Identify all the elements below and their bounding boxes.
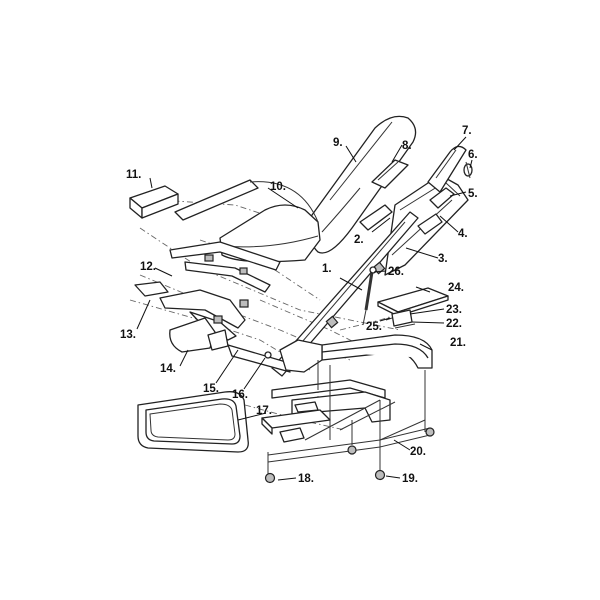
callout-18: 18. [298, 473, 314, 485]
callout-12: 12. [140, 261, 156, 273]
callout-7: 7. [462, 125, 472, 137]
callout-labels: 1. 2. 3. 4. 5. 6. 7. 8. 9. 10. 11. 12. 1… [120, 125, 478, 485]
callout-5: 5. [468, 188, 478, 200]
callout-4: 4. [458, 228, 468, 240]
callout-14: 14. [160, 363, 176, 375]
seat-cushion [174, 179, 321, 263]
base-frame [267, 360, 431, 475]
pivot-block [429, 187, 455, 209]
callout-25: 25. [366, 321, 382, 333]
callout-1: 1. [322, 263, 332, 275]
leader-lines [136, 136, 473, 481]
callout-17: 17. [256, 405, 272, 417]
side-tray [377, 287, 449, 317]
callout-13: 13. [120, 329, 136, 341]
backrest-latch [359, 204, 393, 231]
callout-22: 22. [446, 318, 462, 330]
callout-19: 19. [402, 473, 418, 485]
callout-16: 16. [232, 389, 248, 401]
callout-21: 21. [450, 337, 466, 349]
callout-26: 26. [388, 266, 404, 278]
backrest-tube-handle [427, 145, 467, 193]
callout-6: 6. [468, 149, 478, 161]
small-pad [129, 185, 179, 219]
callout-15: 15. [203, 383, 219, 395]
callout-3: 3. [438, 253, 448, 265]
callout-9: 9. [333, 137, 343, 149]
callout-11: 11. [126, 169, 141, 181]
side-bracket [417, 213, 443, 235]
caster-wheels [264, 427, 435, 484]
callout-10: 10. [270, 181, 286, 193]
callout-8: 8. [402, 140, 412, 152]
backrest-bracket [371, 159, 409, 189]
armrest [279, 334, 433, 373]
lower-linkage [134, 281, 249, 341]
front-cross-tube [227, 344, 291, 373]
side-panel-frame [137, 391, 249, 453]
callout-23: 23. [446, 304, 462, 316]
callout-20: 20. [410, 446, 426, 458]
footrest-board [261, 401, 331, 443]
callout-24: 24. [448, 282, 464, 294]
footrest-plate [169, 317, 229, 353]
callout-2: 2. [354, 234, 364, 246]
upper-linkage [169, 241, 281, 293]
